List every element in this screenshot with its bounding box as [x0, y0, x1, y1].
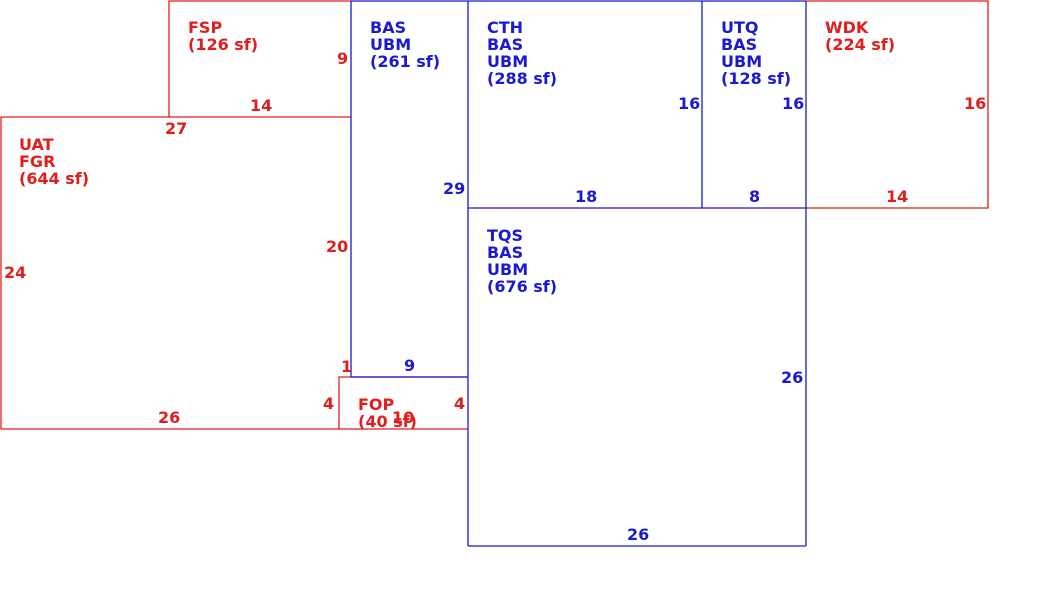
area-line: TQS: [487, 226, 523, 245]
fsp-outline: [168, 0, 351, 117]
area-line: (261 sf): [370, 52, 440, 71]
svg-text:FOP(40 sf): FOP(40 sf): [358, 395, 417, 431]
wdk-outline: [806, 0, 989, 209]
area-label-fop: FOP(40 sf): [358, 395, 417, 431]
dim-wdk-right: 16: [964, 94, 986, 113]
dim-utq-bottom: 8: [749, 187, 760, 206]
area-line: BAS: [487, 243, 523, 262]
area-line: FSP: [188, 18, 222, 37]
area-line: UAT: [19, 135, 54, 154]
area-line: UBM: [721, 52, 762, 71]
area-line: (126 sf): [188, 35, 258, 54]
area-line: BAS: [721, 35, 757, 54]
area-line: FOP: [358, 395, 395, 414]
dim-fop-right: 4: [454, 394, 465, 413]
dim-cth-right: 16: [678, 94, 700, 113]
dim-cth-bottom: 18: [575, 187, 597, 206]
dim-fop-bottom: 10: [392, 408, 414, 427]
area-line: BAS: [370, 18, 406, 37]
area-line: UBM: [370, 35, 411, 54]
dim-utq-right: 16: [782, 94, 804, 113]
area-line: CTH: [487, 18, 523, 37]
dim-uat-step: 1: [341, 357, 352, 376]
area-line: (224 sf): [825, 35, 895, 54]
dim-fsp-right: 9: [337, 49, 348, 68]
area-line: FGR: [19, 152, 55, 171]
area-line: (288 sf): [487, 69, 557, 88]
area-line: (644 sf): [19, 169, 89, 188]
dim-fsp-bottom: 14: [250, 96, 272, 115]
dim-uat-right: 20: [326, 237, 348, 256]
area-line: UTQ: [721, 18, 759, 37]
area-line: (40 sf): [358, 412, 417, 431]
dim-tqs-bottom: 26: [627, 525, 649, 544]
area-line: BAS: [487, 35, 523, 54]
dim-fop-left: 4: [323, 394, 334, 413]
dim-uat-left: 24: [4, 263, 26, 282]
uat-outline: [0, 116, 339, 430]
dim-bas-right: 29: [443, 179, 465, 198]
dim-tqs-right: 26: [781, 368, 803, 387]
area-line: (128 sf): [721, 69, 791, 88]
dim-uat-bottom: 26: [158, 408, 180, 427]
dim-uat-top: 27: [165, 119, 187, 138]
svg-text:WDK(224 sf): WDK(224 sf): [825, 18, 895, 54]
dim-bas-bottom: 9: [404, 356, 415, 375]
area-line: UBM: [487, 260, 528, 279]
area-line: UBM: [487, 52, 528, 71]
area-label-wdk: WDK(224 sf): [825, 18, 895, 54]
area-line: (676 sf): [487, 277, 557, 296]
svg-text:FSP(126 sf): FSP(126 sf): [188, 18, 258, 54]
area-label-fsp: FSP(126 sf): [188, 18, 258, 54]
area-line: WDK: [825, 18, 869, 37]
dim-wdk-bottom: 14: [886, 187, 908, 206]
